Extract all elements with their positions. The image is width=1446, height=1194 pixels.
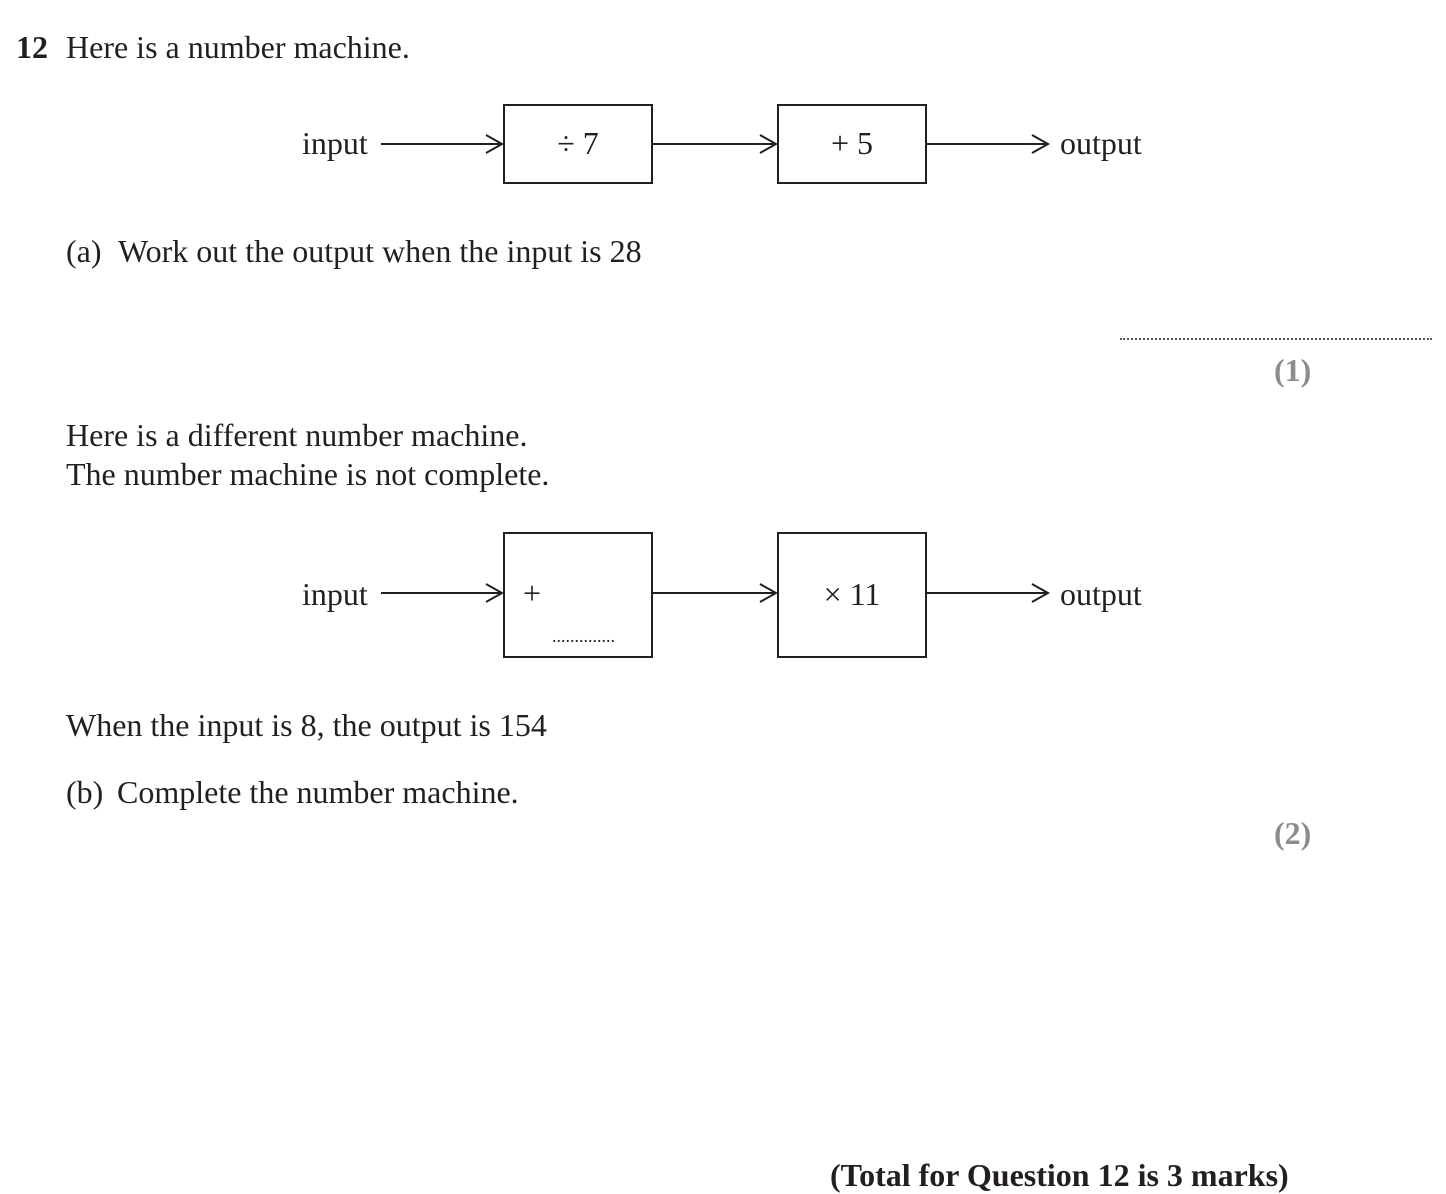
intro2-line1: Here is a different number machine. bbox=[66, 417, 528, 453]
machine2-input-label: input bbox=[302, 576, 368, 612]
number-machine-1: input ÷ 7 + 5 output bbox=[302, 104, 1142, 184]
arrow-right-icon bbox=[381, 583, 505, 603]
part-a-marks: (1) bbox=[1274, 352, 1312, 388]
arrow-right-icon bbox=[926, 134, 1051, 154]
number-machine-2: input + .............. × 11 output bbox=[302, 532, 1142, 658]
machine2-box2-operation: × 11 bbox=[824, 576, 881, 612]
part-b-marks: (2) bbox=[1274, 815, 1312, 851]
machine2-output-label: output bbox=[1060, 576, 1142, 612]
total-marks: (Total for Question 12 is 3 marks) bbox=[830, 1157, 1289, 1193]
intro2-line2: The number machine is not complete. bbox=[66, 456, 550, 492]
machine1-box1-operation: ÷ 7 bbox=[557, 125, 599, 161]
arrow-right-icon bbox=[926, 583, 1051, 603]
arrow-right-icon bbox=[652, 134, 779, 154]
part-b-text: Complete the number machine. bbox=[117, 774, 519, 810]
machine2-box1-blank[interactable]: .............. bbox=[552, 626, 615, 646]
part-a-answer-line[interactable] bbox=[1120, 338, 1432, 340]
part-a-text: Work out the output when the input is 28 bbox=[118, 233, 642, 269]
machine2-box2 bbox=[777, 532, 927, 658]
machine1-input-label: input bbox=[302, 125, 368, 161]
machine1-box2-operation: + 5 bbox=[831, 125, 873, 161]
statement-text: When the input is 8, the output is 154 bbox=[66, 707, 547, 743]
part-b-label: (b) bbox=[66, 774, 104, 810]
arrow-right-icon bbox=[652, 583, 779, 603]
question-number: 12 bbox=[16, 29, 48, 65]
part-a-label: (a) bbox=[66, 233, 102, 269]
machine1-output-label: output bbox=[1060, 125, 1142, 161]
machine2-box1 bbox=[503, 532, 653, 658]
question-intro: Here is a number machine. bbox=[66, 29, 410, 65]
arrow-right-icon bbox=[381, 134, 505, 154]
machine1-box2 bbox=[777, 104, 927, 184]
machine2-box1-operation: + bbox=[523, 575, 541, 611]
